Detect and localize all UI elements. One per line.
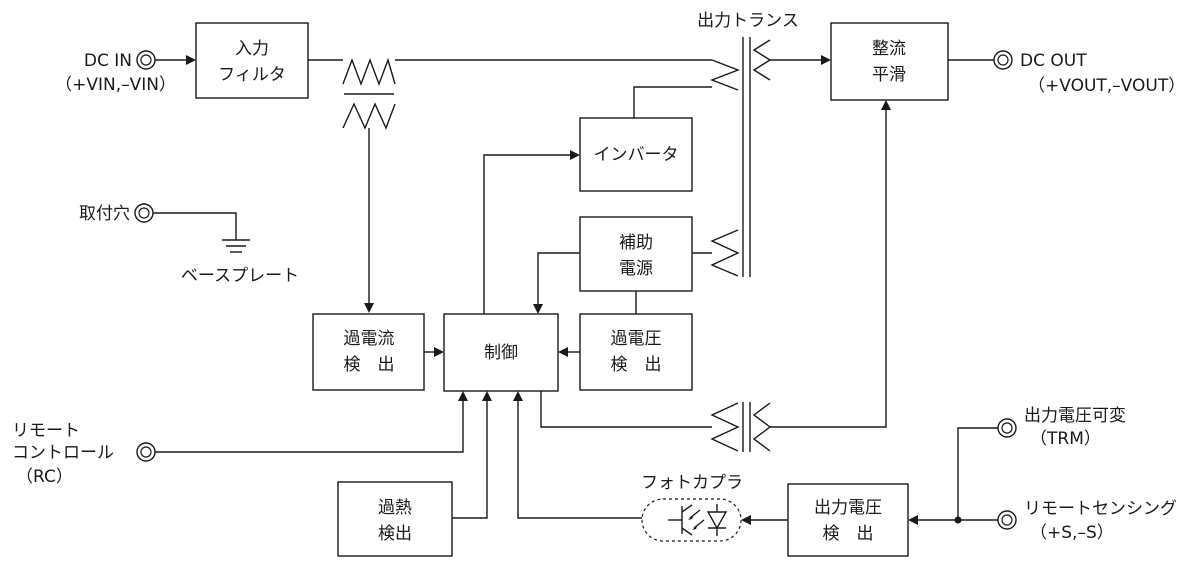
aux-winding [710,229,740,277]
wire-photocoupler-control [517,397,642,519]
rectifier-label-1: 整流 [872,39,906,59]
mount-hole-label: 取付穴 [79,204,130,224]
overcurrent-label-2: 検 出 [344,355,395,375]
output-detect-label-2: 検 出 [823,524,874,544]
arrow-to-overcurrent [364,303,374,313]
remote-sense-sub-label: （+S,–S） [1030,523,1114,543]
wire-control-inverter [483,154,574,314]
terminal-remote-sense [997,510,1017,530]
inverter-label: インバータ [594,145,679,165]
wire-rc-control [155,397,464,453]
aux-power-label-1: 補助 [619,233,653,253]
dc-in-sub-label: （+VIN,–VIN） [55,75,176,95]
led-symbol [706,511,728,530]
terminal-remote-control [136,442,156,462]
arrow-ov-to-control [558,347,568,357]
rc-label-1: リモート [12,421,80,441]
output-transformer-primary [710,59,740,91]
wire-trim-junction [957,427,998,520]
dc-out-label: DC OUT [1020,51,1087,71]
arrow-to-rectifier [821,55,831,65]
control-label: 制御 [484,343,518,363]
arrow-to-filter [186,55,196,65]
arrow-aux-to-control [533,304,543,314]
control-block: 制御 [443,313,559,392]
arrow-rc-to-control [458,391,468,401]
terminal-trim [997,418,1017,438]
wire-aux-control [537,252,580,308]
dc-out-sub-label: （+VOUT,–VOUT） [1028,76,1185,96]
output-transformer-secondary [752,39,772,81]
base-plate-label: ベースプレート [181,266,299,286]
overvoltage-label-2: 検 出 [611,355,662,375]
input-filter-label-1: 入力 [235,39,269,59]
wire-control-drivetransformer [540,390,712,428]
drive-transformer-primary [710,402,740,452]
aux-power-block: 補助 電源 [579,216,693,292]
overheat-label-2: 検出 [378,524,412,544]
current-transformer-primary [342,57,396,86]
inverter-block: インバータ [579,117,693,192]
arrow-to-photocoupler [741,515,751,525]
input-filter-label-2: フィルタ [218,65,286,85]
wire-drivetransformer-rectifier [770,106,887,428]
terminal-mount-hole [134,203,154,223]
remote-sense-label: リモートセンシング [1024,499,1177,519]
arrow-oh-to-control [482,391,492,401]
drive-transformer-secondary [752,402,772,452]
output-voltage-detect-block: 出力電圧 検 出 [787,483,909,557]
rc-label-2: コントロール [12,443,114,463]
rectifier-block: 整流 平滑 [830,22,949,101]
trim-label: 出力電圧可変 [1024,406,1126,426]
output-transformer-label: 出力トランス [697,11,799,31]
junction-dot [954,516,962,524]
rectifier-label-2: 平滑 [872,65,906,85]
trim-sub-label: （TRM） [1030,429,1101,449]
overcurrent-block: 過電流 検 出 [312,313,425,391]
overcurrent-label-1: 過電流 [344,329,395,349]
dc-in-label: DC IN [84,51,132,71]
terminal-dc-in [136,50,156,70]
output-detect-label-1: 出力電圧 [814,498,882,518]
overvoltage-label-1: 過電圧 [611,329,662,349]
terminal-dc-out [993,50,1013,70]
rc-label-3: （RC） [16,467,73,487]
input-filter-block: 入力 フィルタ [195,22,309,99]
arrow-to-rectifier-up [881,100,891,110]
arrow-pc-to-control [513,391,523,401]
overvoltage-block: 過電圧 検 出 [579,313,693,391]
photocoupler-outline [641,498,742,542]
aux-power-label-2: 電源 [619,259,653,279]
arrow-to-detect [908,515,918,525]
current-transformer-secondary [342,102,396,130]
overheat-label-1: 過熱 [378,498,412,518]
arrow-oc-to-control [434,347,444,357]
wire-overheat-control [452,397,488,519]
overheat-block: 過熱 検出 [337,481,453,557]
wire-mounthole-ground [153,212,237,240]
photocoupler-label: フォトカプラ [641,473,743,493]
arrow-to-inverter [570,150,580,160]
wire-inverter-transformer [633,86,712,118]
